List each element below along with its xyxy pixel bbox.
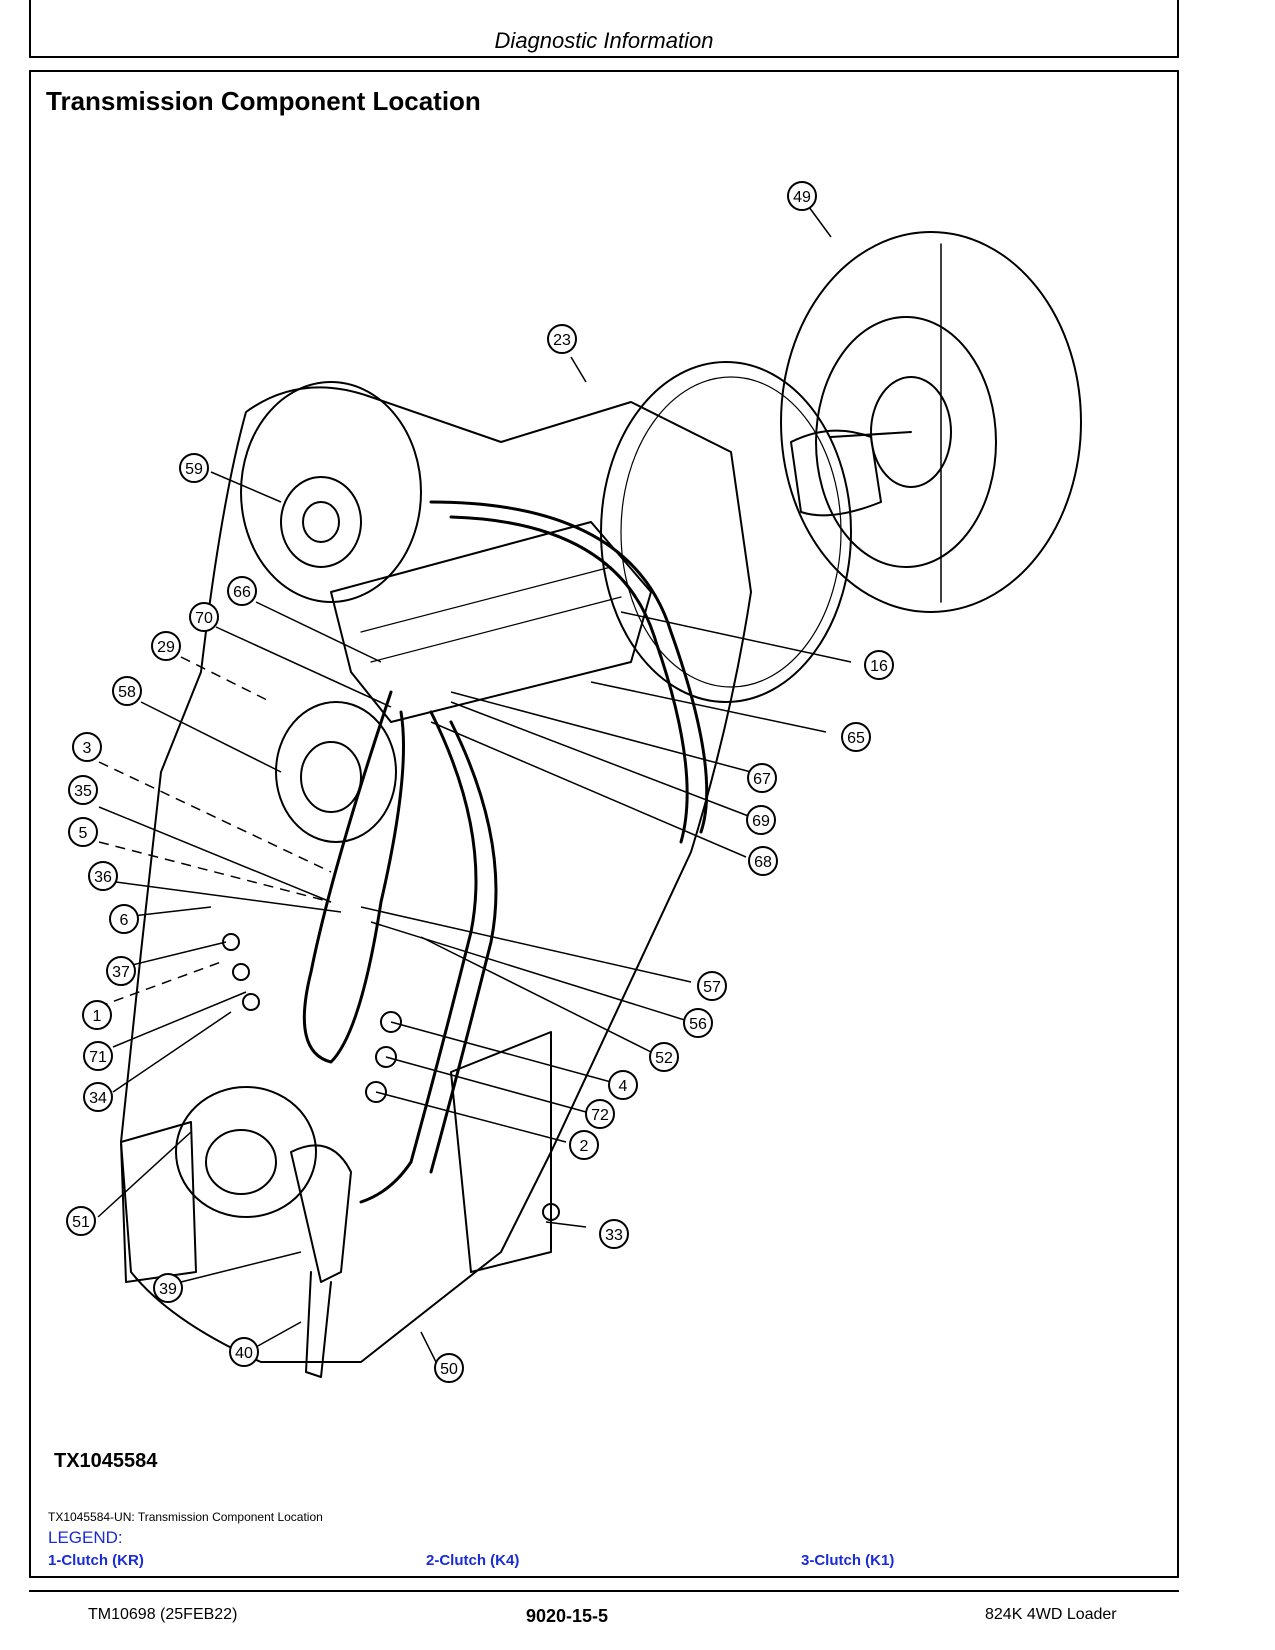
callout-label: 16	[870, 658, 888, 675]
page-title: Transmission Component Location	[46, 86, 481, 116]
callout-56	[683, 1008, 713, 1038]
callout-label: 67	[753, 771, 771, 788]
callout-37	[106, 956, 136, 986]
callout-label: 57	[703, 979, 721, 996]
callout-label: 40	[235, 1345, 253, 1362]
callout-57	[697, 971, 727, 1001]
callout-label: 3	[83, 740, 92, 757]
callout-34	[83, 1082, 113, 1112]
callout-label: 52	[655, 1050, 673, 1067]
callout-label: 1	[93, 1008, 102, 1025]
callout-2	[569, 1130, 599, 1160]
callout-label: 71	[89, 1049, 107, 1066]
callout-23	[547, 324, 577, 354]
callout-label: 33	[605, 1227, 623, 1244]
callout-36	[88, 861, 118, 891]
callout-6	[109, 904, 139, 934]
callout-40	[229, 1337, 259, 1367]
callout-58	[112, 676, 142, 706]
header-frame: Diagnostic Information	[29, 0, 1179, 58]
filter-housing	[175, 1086, 317, 1218]
callout-label: 2	[580, 1138, 589, 1155]
legend-link-clutch-k1[interactable]: 3-Clutch (K1)	[801, 1552, 895, 1569]
section-header: Diagnostic Information	[494, 28, 714, 53]
footer-machine-model: 824K 4WD Loader	[985, 1606, 1117, 1623]
flywheel-disc-inner	[815, 316, 997, 568]
callout-5	[68, 817, 98, 847]
callout-label: 49	[793, 189, 811, 206]
callout-label: 4	[619, 1078, 628, 1095]
callout-35	[68, 775, 98, 805]
callout-label: 51	[72, 1214, 90, 1231]
callout-label: 37	[112, 964, 130, 981]
control-valve	[330, 521, 652, 723]
callout-label: 50	[440, 1361, 458, 1378]
legend-title: LEGEND:	[48, 1528, 123, 1547]
callout-49	[787, 181, 817, 211]
footer-page-number: 9020-15-5	[526, 1606, 609, 1626]
callout-29	[151, 631, 181, 661]
callout-label: 68	[754, 854, 772, 871]
content-frame: Transmission Component Location	[29, 70, 1179, 1578]
callout-16	[864, 650, 894, 680]
callout-1	[82, 1000, 112, 1030]
callout-label: 34	[89, 1090, 107, 1107]
callout-label: 56	[689, 1016, 707, 1033]
callout-label: 65	[847, 730, 865, 747]
legend-link-clutch-k4[interactable]: 2-Clutch (K4)	[426, 1552, 520, 1569]
callout-59	[179, 453, 209, 483]
flywheel-disc-outer	[780, 231, 1082, 613]
callout-4	[608, 1070, 638, 1100]
callout-33	[599, 1219, 629, 1249]
callout-51	[66, 1206, 96, 1236]
callout-67	[747, 763, 777, 793]
callout-65	[841, 722, 871, 752]
callout-label: 69	[752, 813, 770, 830]
callout-label: 29	[157, 639, 175, 656]
callout-label: 72	[591, 1107, 609, 1124]
callout-68	[748, 846, 778, 876]
callout-label: 36	[94, 869, 112, 886]
callout-label: 70	[195, 610, 213, 627]
footer-divider	[29, 1590, 1179, 1592]
callout-72	[585, 1099, 615, 1129]
figure-id: TX1045584	[54, 1450, 158, 1472]
callout-label: 35	[74, 783, 92, 800]
callout-52	[649, 1042, 679, 1072]
callout-label: 58	[118, 684, 136, 701]
callout-66	[227, 576, 257, 606]
callout-69	[746, 805, 776, 835]
callout-label: 6	[120, 912, 129, 929]
legend-link-clutch-kr[interactable]: 1-Clutch (KR)	[48, 1552, 144, 1569]
figure-caption: TX1045584-UN: Transmission Component Loc…	[48, 1510, 323, 1524]
transmission-diagram: 49 23 59 66 70 29 58 3 35 5 36 6 37 1 71…	[66, 181, 1082, 1383]
callout-50	[434, 1353, 464, 1383]
callout-71	[83, 1041, 113, 1071]
bell-housing	[600, 361, 852, 703]
callout-label: 59	[185, 461, 203, 478]
callout-label: 5	[79, 825, 88, 842]
callout-3	[72, 732, 102, 762]
callout-39	[153, 1273, 183, 1303]
callout-70	[189, 602, 219, 632]
callout-label: 23	[553, 332, 571, 349]
callout-label: 39	[159, 1281, 177, 1298]
transmission-case	[120, 386, 752, 1363]
callout-label: 66	[233, 584, 251, 601]
footer-manual-id: TM10698 (25FEB22)	[88, 1606, 238, 1623]
